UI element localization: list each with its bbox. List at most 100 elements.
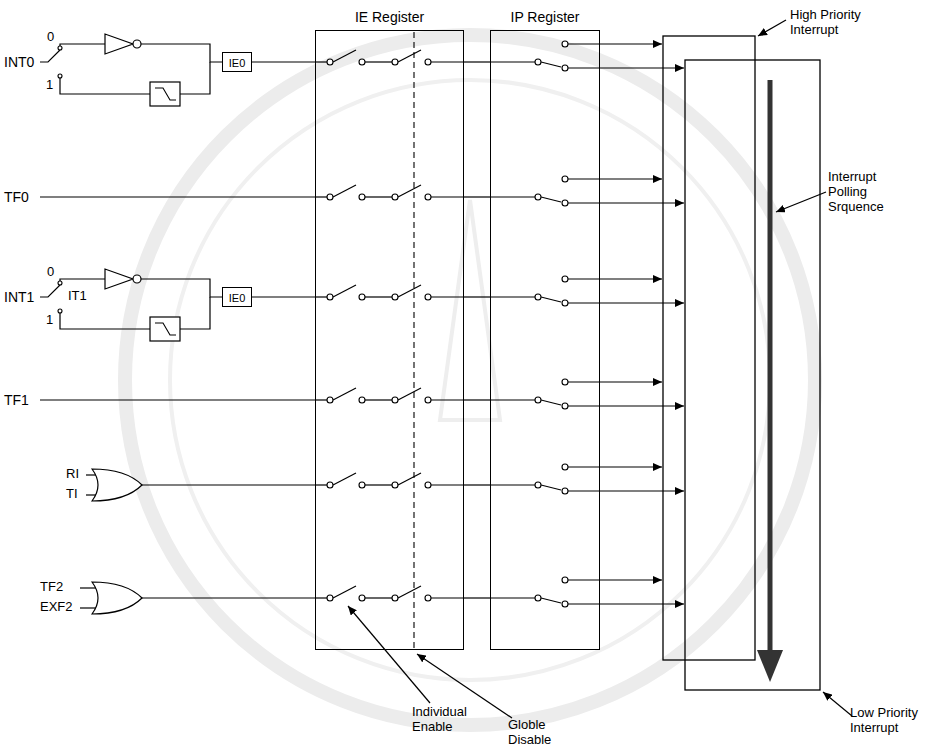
wire-line <box>431 597 464 598</box>
switch-contact <box>562 300 568 306</box>
callout-arrow <box>758 20 786 36</box>
wire-line <box>40 196 315 197</box>
switch-position: 0 <box>47 30 54 45</box>
switch-contact <box>392 59 398 65</box>
low-priority-box <box>685 60 820 690</box>
low-priority-arrow <box>568 405 684 406</box>
high-priority-box <box>663 36 755 660</box>
switch-contact <box>425 482 431 488</box>
low-priority-arrow <box>568 202 684 203</box>
wire-line <box>315 196 327 197</box>
switch-position: 1 <box>46 313 53 328</box>
global-disable-line <box>413 32 414 650</box>
edge-detector <box>150 82 180 106</box>
wire-line <box>60 44 105 46</box>
enable-switch <box>333 586 356 598</box>
signal-connector <box>464 61 490 62</box>
wire-line <box>490 399 535 400</box>
wire-line <box>431 484 464 485</box>
input-switch <box>40 50 60 62</box>
signal-name: INT0 <box>4 54 34 70</box>
wire-line <box>315 61 327 62</box>
switch-contact <box>425 194 431 200</box>
wire-line <box>315 296 327 297</box>
priority-switch <box>541 400 561 405</box>
wire-line <box>315 399 327 400</box>
wire-line <box>490 597 535 598</box>
switch-contact <box>392 397 398 403</box>
low-priority-arrow <box>568 490 684 491</box>
global-switch <box>398 285 421 297</box>
switch-contact <box>535 194 541 200</box>
wire-line <box>431 61 464 62</box>
wire-line <box>141 279 222 297</box>
watermark-ring <box>125 35 815 725</box>
signal-name: TF0 <box>4 189 29 205</box>
low-priority-arrow <box>568 603 684 604</box>
or-gate <box>92 469 142 501</box>
high-priority-arrow <box>568 579 662 580</box>
register-title: IP Register <box>490 8 600 26</box>
switch-contact <box>562 65 568 71</box>
callout-arrow <box>776 192 826 212</box>
low-priority-arrow <box>568 302 684 303</box>
high-priority-arrow <box>568 278 662 279</box>
switch-contact <box>392 194 398 200</box>
polling-arrowhead <box>757 650 783 682</box>
switch-contact <box>562 577 568 583</box>
switch-contact <box>535 397 541 403</box>
flag-box: IE0 <box>222 287 252 307</box>
signal-connector <box>464 399 490 400</box>
switch-contact <box>359 194 365 200</box>
wire-line <box>365 61 392 62</box>
signal-connector <box>464 196 490 197</box>
signal-name: INT1 <box>4 289 34 305</box>
input-switch <box>40 285 60 297</box>
callout-label: Globle Disable <box>508 718 570 748</box>
flag-name: IE0 <box>229 292 246 304</box>
switch-contact <box>58 74 62 78</box>
global-switch <box>398 586 421 598</box>
wire-line <box>365 196 392 197</box>
switch-contact <box>58 46 62 50</box>
wire-line <box>365 296 392 297</box>
enable-switch <box>333 50 356 62</box>
switch-contact <box>562 488 568 494</box>
inverter-bubble <box>133 40 141 48</box>
inverter-symbol <box>105 34 133 54</box>
wire-line <box>490 196 535 197</box>
wire-line <box>142 597 315 598</box>
switch-position: 0 <box>47 265 54 280</box>
low-priority-arrow <box>568 67 684 68</box>
signal-name: TF1 <box>4 392 29 408</box>
falling-edge-symbol <box>155 88 176 100</box>
wire-line <box>365 597 392 598</box>
global-switch <box>398 388 421 400</box>
switch-contact <box>562 464 568 470</box>
switch-contact <box>327 482 333 488</box>
flag-box: IE0 <box>222 52 252 72</box>
switch-contact <box>359 397 365 403</box>
signal-connector <box>464 296 490 297</box>
signal-connector <box>464 484 490 485</box>
switch-contact <box>425 294 431 300</box>
callout-arrow <box>823 692 852 716</box>
wire-line <box>180 297 210 329</box>
switch-contact <box>392 294 398 300</box>
wire-line <box>142 484 315 485</box>
callout-label: Individual Enable <box>412 705 490 735</box>
switch-contact <box>562 403 568 409</box>
wire-line <box>365 484 392 485</box>
wire-line <box>141 44 222 62</box>
switch-contact <box>562 276 568 282</box>
switch-contact <box>562 601 568 607</box>
switch-contact <box>392 482 398 488</box>
switch-contact <box>425 59 431 65</box>
enable-switch <box>333 185 356 197</box>
high-priority-arrow <box>568 466 662 467</box>
signal-connector <box>464 597 490 598</box>
switch-contact <box>535 595 541 601</box>
